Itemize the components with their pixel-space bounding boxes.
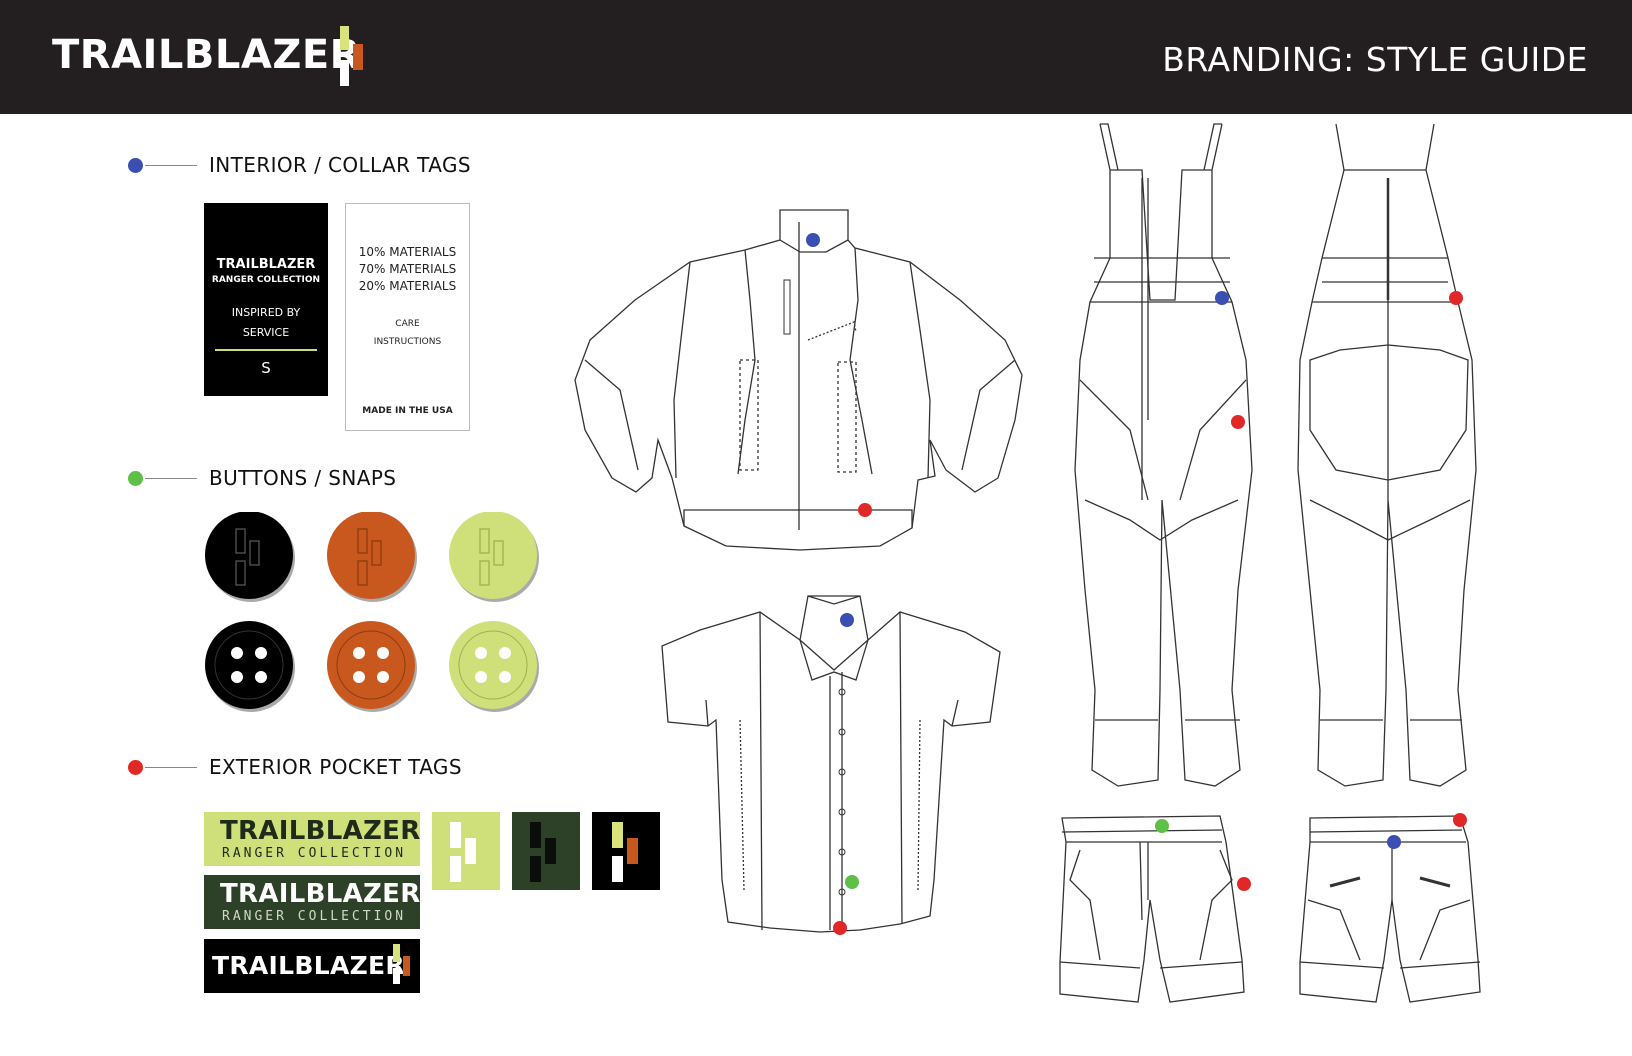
callout-green-shorts-front (1155, 819, 1169, 833)
callout-red-jacket-pocket (858, 503, 872, 517)
legend-label: INTERIOR / COLLAR TAGS (209, 153, 471, 177)
button-four-hole-lime-icon (449, 621, 539, 712)
callout-blue-jacket-collar (806, 233, 820, 247)
material-line: 70% MATERIALS (358, 262, 457, 276)
pocket-tag-sub: RANGER COLLECTION (222, 846, 407, 861)
callout-red-overalls-front (1231, 415, 1245, 429)
header-bar: TRAILBLAZER BRANDING: STYLE GUIDE (0, 0, 1632, 114)
callout-red-shorts-front (1237, 877, 1251, 891)
callout-blue-shorts-back (1387, 835, 1401, 849)
legend-line (145, 766, 197, 768)
collar-tag-divider (215, 349, 317, 351)
icon-tag-lime-icon (432, 812, 500, 890)
pocket-tag-black: TRAILBLAZER (204, 939, 420, 993)
brand-logo-text: TRAILBLAZER (52, 32, 361, 78)
legend-label: BUTTONS / SNAPS (209, 466, 397, 490)
callout-red-shorts-back (1453, 813, 1467, 827)
pocket-tag-brand: TRAILBLAZER (220, 816, 421, 846)
pocket-tag-mark-icon (393, 944, 410, 984)
collar-tag-collection: RANGER COLLECTION (211, 275, 321, 285)
legend-buttons: BUTTONS / SNAPS (128, 466, 396, 490)
callout-dots (806, 233, 1467, 935)
button-logo-rust-icon (327, 512, 417, 602)
legend-interior-tags: INTERIOR / COLLAR TAGS (128, 153, 471, 177)
jacket-drawing-icon (574, 209, 1023, 551)
button-four-hole-rust-icon (327, 621, 417, 712)
care-line1: CARE (395, 319, 420, 329)
shirt-button-placket (838, 688, 846, 896)
shorts-back-drawing-icon (1299, 815, 1481, 1003)
legend-dot-red (128, 759, 143, 775)
brand-logo-mark-icon (340, 26, 363, 86)
collar-tag-care: 10% MATERIALS 70% MATERIALS 20% MATERIAL… (345, 203, 470, 431)
care-line2: INSTRUCTIONS (373, 337, 442, 347)
overalls-back-drawing-icon (1297, 123, 1477, 787)
legend-line (145, 164, 197, 166)
button-four-hole-black-icon (205, 621, 295, 712)
icon-tag-black-icon (592, 812, 660, 890)
callout-blue-shirt-collar (840, 613, 854, 627)
pocket-tag-brand: TRAILBLAZER (212, 951, 405, 980)
button-logo-black-icon (205, 512, 295, 602)
pocket-tag-brand: TRAILBLAZER (220, 879, 421, 909)
callout-blue-overalls-front (1215, 291, 1229, 305)
callout-red-overalls-back (1449, 291, 1463, 305)
button-logo-lime-icon (449, 512, 539, 602)
legend-label: EXTERIOR POCKET TAGS (209, 755, 462, 779)
legend-line (145, 477, 197, 479)
callout-red-shirt-hem (833, 921, 847, 935)
pocket-tag-lime: TRAILBLAZER RANGER COLLECTION (204, 812, 420, 866)
legend-pocket-tags: EXTERIOR POCKET TAGS (128, 755, 462, 779)
material-line: 20% MATERIALS (358, 279, 457, 293)
page-title: BRANDING: STYLE GUIDE (1162, 40, 1588, 79)
collar-tag-brand: TRAILBLAZER (216, 257, 316, 272)
icon-tag-dark-green-icon (512, 812, 580, 890)
pocket-tag-dark-green: TRAILBLAZER RANGER COLLECTION (204, 875, 420, 929)
shorts-front-drawing-icon (1059, 815, 1245, 1003)
buttons-snaps-grid (205, 512, 539, 712)
legend-dot-blue (128, 157, 143, 173)
pocket-tag-sub: RANGER COLLECTION (222, 909, 407, 924)
material-line: 10% MATERIALS (358, 245, 457, 259)
shirt-drawing-icon (661, 595, 1001, 933)
collar-tag-black: TRAILBLAZER RANGER COLLECTION INSPIRED B… (204, 203, 328, 396)
collar-tag-line2: SERVICE (242, 326, 290, 339)
collar-tag-line1: INSPIRED BY (231, 306, 301, 319)
callout-green-shirt-button (845, 875, 859, 889)
legend-dot-green (128, 470, 143, 486)
made-in-label: MADE IN THE USA (362, 406, 453, 416)
overalls-front-drawing-icon (1074, 123, 1253, 787)
collar-tag-size: S (261, 359, 271, 377)
